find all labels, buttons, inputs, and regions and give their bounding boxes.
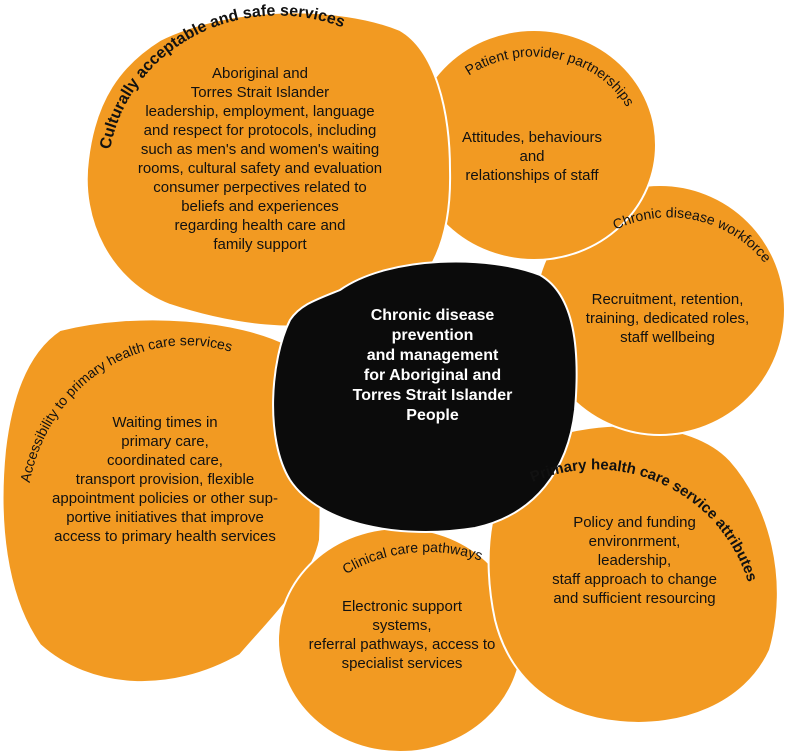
petal-body-accessibility: Waiting times in primary care, coordinat… — [52, 414, 278, 545]
petal-body-workforce: Recruitment, retention, training, dedica… — [585, 291, 750, 346]
petal-body-service-attributes: Policy and funding environrment, leaders… — [552, 514, 717, 607]
petal-service-attributes — [487, 424, 779, 724]
petal-body-culturally-acceptable: Aboriginal and Torres Strait Islander le… — [137, 65, 383, 253]
petal-body-clinical-pathways: Electronic support systems, referral pat… — [308, 598, 496, 672]
center-title: Chronic disease prevention and managemen… — [352, 307, 513, 424]
center-blob — [272, 260, 578, 533]
petal-body-patient-provider: Attitudes, behaviours and relationships … — [461, 129, 603, 184]
